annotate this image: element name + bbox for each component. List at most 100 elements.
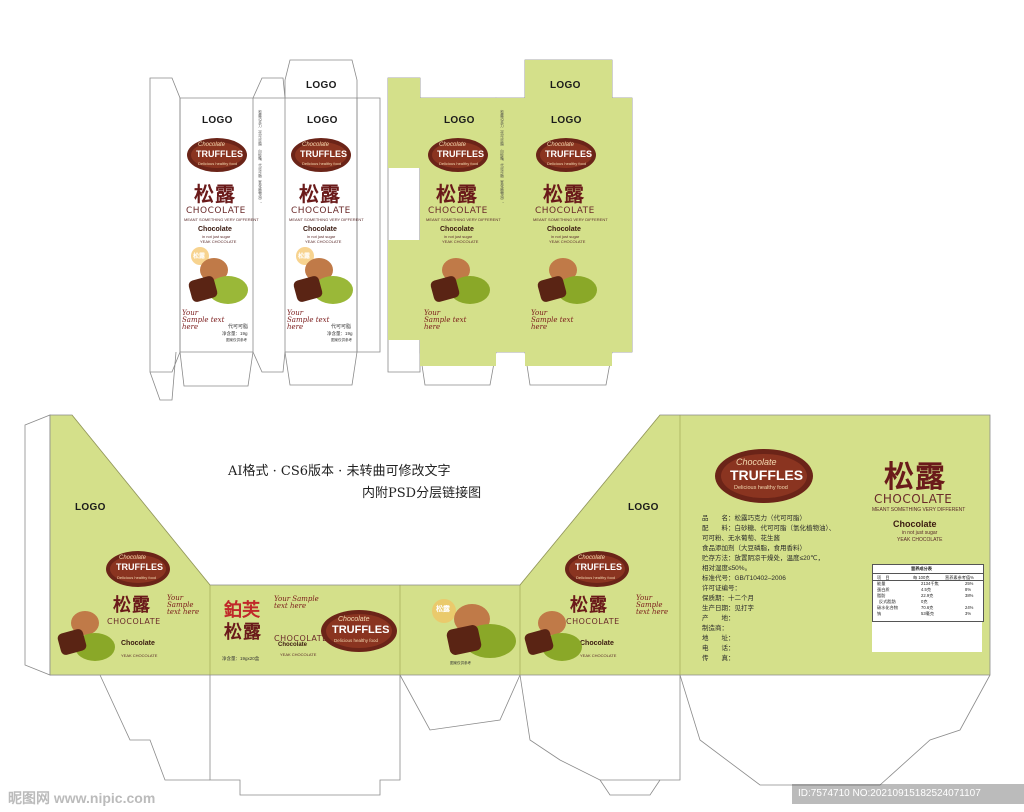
product-cn-title: 松露 xyxy=(570,595,608,616)
nutrition-title: 营养成分表 xyxy=(911,566,932,571)
slogan: MEANT SOMETHING VERY DIFFERENT xyxy=(533,217,608,222)
nutrient-amount: 70.6克 xyxy=(921,605,934,610)
chocolate-small: Chocolate xyxy=(303,226,337,233)
net-weight: 净含量：19g xyxy=(327,331,353,336)
info-label: 生产日期： xyxy=(702,605,735,612)
truffles-badge: Chocolate TRUFFLES Delicious healthy foo… xyxy=(105,547,171,589)
info-label: 品 名： xyxy=(702,515,735,522)
side-panel-fineprint: 松露巧克力（代可可脂） 白砂糖、代可可脂（氢化植物油）、 xyxy=(258,110,282,310)
product-cn-title: 松露 xyxy=(113,595,151,616)
back-slogan: MEANT SOMETHING VERY DIFFERENT xyxy=(872,507,966,513)
truffle-illustration: 松露 xyxy=(287,246,355,306)
badge-top: Chocolate xyxy=(338,616,370,623)
chocolate-tagline: in not just sugar xyxy=(202,234,231,239)
nutrition-header: 项 目 xyxy=(877,574,890,580)
truffle-illustration xyxy=(531,246,599,306)
badge-top: Chocolate xyxy=(439,142,467,148)
sample-text: Your Sample text here xyxy=(287,309,330,331)
panel-top-left-front: LOGO Chocolate TRUFFLES Delicious health… xyxy=(180,98,259,352)
info-value: GB/T10402–2006 xyxy=(734,575,786,582)
badge-sub: Delicious healthy food xyxy=(334,638,379,643)
seal-text: 松露 xyxy=(193,254,206,260)
nutrient-amount: 53毫克 xyxy=(921,611,935,616)
slogan: MEANT SOMETHING VERY DIFFERENT xyxy=(184,217,259,222)
product-cn-title: 松露 xyxy=(224,622,262,643)
nutrient-amount: 2134千焦 xyxy=(921,581,939,586)
bottom-right-side-panel: Chocolate TRUFFLES Delicious healthy foo… xyxy=(522,545,677,670)
flavor: 代可可脂 xyxy=(228,324,249,330)
badge-sub: Delicious healthy food xyxy=(547,161,587,166)
watermark-right: ID:7574710 NO:20210915182524071107 xyxy=(798,788,981,799)
nutrition-header: 每 100克 xyxy=(913,574,930,580)
chocolate-small: Chocolate xyxy=(121,640,155,647)
info-label: 传 真： xyxy=(702,655,735,662)
info-label: 食品添加剂 xyxy=(702,545,735,552)
chocolate-small: Chocolate xyxy=(198,226,232,233)
bottom-mid-panel: 松露 图案仅供参考 xyxy=(402,595,518,670)
truffles-badge: Chocolate TRUFFLES Delicious healthy foo… xyxy=(535,134,597,174)
info-row: 地 址： xyxy=(702,632,735,642)
info-row: 贮存方法：放置阴凉干燥处，温度≤20℃， xyxy=(702,552,824,562)
sample-text: Your Sample text here xyxy=(274,595,319,610)
badge-top: Chocolate xyxy=(302,142,330,148)
badge-main: TRUFFLES xyxy=(730,467,804,483)
year-chocolate: YEAK CHOCOLATE xyxy=(280,652,317,657)
info-row: 制造商： xyxy=(702,622,728,632)
info-label: 电 话： xyxy=(702,645,735,652)
year-chocolate: YEAK CHOCOLATE xyxy=(442,239,479,244)
note-line-2: 内附PSD分层链接图 xyxy=(362,486,482,501)
top-flap-logo: LOGO xyxy=(550,80,581,91)
info-row: 保质期：十二个月 xyxy=(702,592,754,602)
info-value: 放置阴凉干燥处，温度≤20℃， xyxy=(734,555,825,562)
nutrition-table: 营养成分表 项 目 每 100克 营养素参考值% 能量 2134千焦 25% 蛋… xyxy=(872,564,984,622)
chocolate-tagline: in not just sugar xyxy=(551,234,580,239)
side-fineprint-text: 松露巧克力（代可可脂） 白砂糖、代可可脂（氢化植物油）、 xyxy=(500,110,505,310)
front-net-weight: 净含量：19gx20盒 xyxy=(222,656,260,661)
logo: LOGO xyxy=(307,115,338,126)
info-label: 许可证编号： xyxy=(702,585,741,592)
panel-top-right-front: LOGO Chocolate TRUFFLES Delicious health… xyxy=(420,98,501,352)
logo: LOGO xyxy=(444,115,475,126)
image-note: 图案仅供参考 xyxy=(331,338,352,342)
note-line-1: AI格式 · CS6版本 · 未转曲可修改文字 xyxy=(228,464,451,479)
watermark-left: 昵图网 www.nipic.com xyxy=(8,790,156,806)
info-row: 许可证编号： xyxy=(702,582,741,592)
badge-sub: Delicious healthy food xyxy=(117,575,157,580)
truffles-badge: Chocolate TRUFFLES Delicious healthy foo… xyxy=(564,547,630,589)
nutrient-name: 钠 xyxy=(877,611,882,616)
sample-text: Your Sample text here xyxy=(424,309,467,331)
sample-text: Your Sample text here xyxy=(636,594,669,616)
chocolate-word: CHOCOLATE xyxy=(107,617,161,626)
year-chocolate: YEAK CHOCOLATE xyxy=(549,239,586,244)
info-value: （大豆磷脂，食用香料） xyxy=(734,545,807,552)
side-fineprint-text: 松露巧克力（代可可脂） 白砂糖、代可可脂（氢化植物油）、 xyxy=(258,110,263,310)
flavor: 代可可脂 xyxy=(331,324,352,330)
badge-sub: Delicious healthy food xyxy=(198,161,238,166)
back-chocolate-word: CHOCOLATE xyxy=(874,492,953,506)
badge-main: TRUFFLES xyxy=(196,149,243,159)
badge-top: Chocolate xyxy=(736,457,777,467)
fineprint-2: 白砂糖、代可可脂（氢化植物油）、 xyxy=(500,149,505,206)
info-label: 标准代号： xyxy=(702,575,735,582)
product-cn-title: 松露 xyxy=(436,182,478,206)
chocolate-small: Chocolate xyxy=(547,226,581,233)
product-cn-title: 松露 xyxy=(194,182,236,206)
chocolate-word: CHOCOLATE xyxy=(428,206,488,216)
info-label: 产 地： xyxy=(702,615,735,622)
nutrition-header: 营养素参考值% xyxy=(945,574,974,580)
seal-text: 松露 xyxy=(298,254,311,260)
chocolate-small: Chocolate xyxy=(440,226,474,233)
image-note: 图案仅供参考 xyxy=(226,338,247,342)
info-row: 产 地： xyxy=(702,612,735,622)
year-chocolate: YEAK CHOCOLATE xyxy=(121,653,158,658)
badge-main: TRUFFLES xyxy=(116,562,163,572)
year-chocolate: YEAK CHOCOLATE xyxy=(200,239,237,244)
nutrient-name: 脂肪 xyxy=(877,593,886,598)
nutrient-name: 蛋白质 xyxy=(877,587,890,592)
chocolate-tagline: in not just sugar xyxy=(307,234,336,239)
chocolate-small: Chocolate xyxy=(580,640,614,647)
chocolate-small: Chocolate xyxy=(278,642,308,648)
sample-text: Your Sample text here xyxy=(182,309,225,331)
nutrient-name: 能量 xyxy=(877,581,886,586)
info-row: 传 真： xyxy=(702,652,735,662)
